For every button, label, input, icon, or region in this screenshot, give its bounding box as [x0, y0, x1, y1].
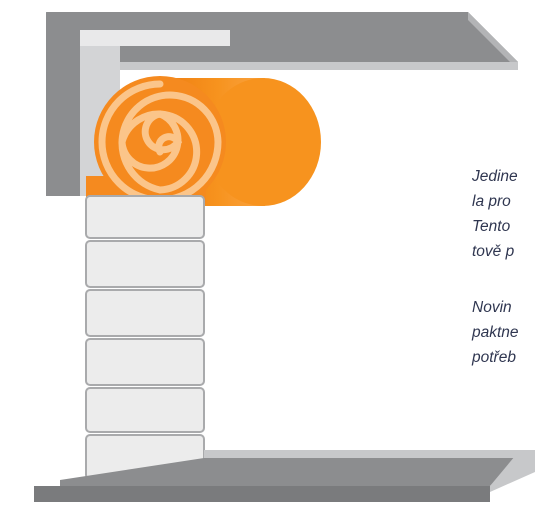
description-line: paktne: [472, 324, 519, 341]
description-paragraph-2: Novin paktne potřeb: [472, 295, 519, 370]
description-line: Tento: [472, 218, 511, 235]
door-slat: [85, 289, 205, 337]
description-line: la pro: [472, 193, 511, 210]
door-slats: [85, 195, 205, 480]
door-slat: [85, 240, 205, 288]
description-line: Novin: [472, 299, 512, 316]
bottom-bracket-right-face: [490, 450, 535, 492]
top-bracket-inner-back: [80, 30, 230, 46]
bottom-bracket-back-lip: [204, 450, 520, 458]
top-bracket-left-face: [46, 12, 80, 196]
description-line: Jedine: [472, 168, 518, 185]
bottom-bracket-top-face: [60, 458, 520, 486]
top-bracket-underside: [80, 62, 518, 70]
door-roll: [86, 76, 321, 208]
description-paragraph-1: Jedine la pro Tento tově p: [472, 164, 518, 264]
roll-right-end: [205, 78, 321, 206]
description-line: tově p: [472, 243, 515, 260]
description-line: potřeb: [472, 349, 516, 366]
bottom-bracket-front-face: [34, 486, 490, 502]
door-slat: [85, 195, 205, 239]
top-bracket-front-face: [468, 12, 518, 70]
top-bracket-top-face: [46, 12, 518, 62]
door-slat: [85, 338, 205, 386]
bottom-bracket: [34, 450, 535, 502]
door-slat: [85, 387, 205, 433]
